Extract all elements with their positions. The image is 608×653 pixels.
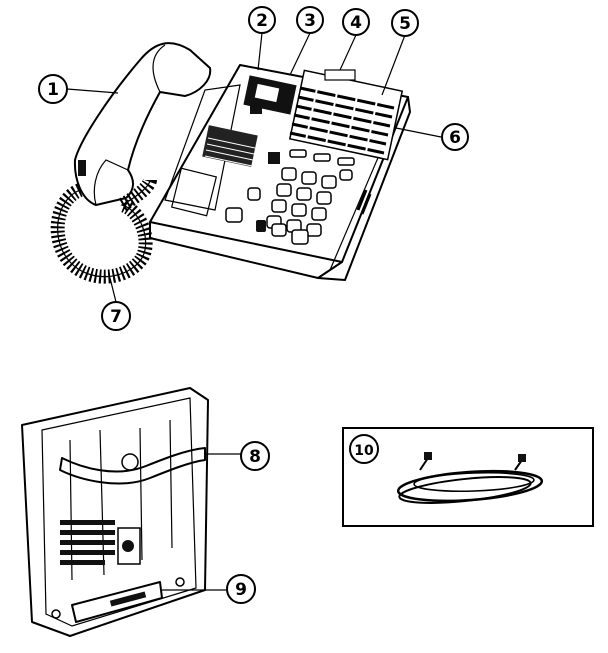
callout-8: 8	[240, 441, 270, 471]
rear-housing-outline	[21, 387, 209, 637]
dial-keypad	[247, 167, 353, 237]
side-jacks	[356, 189, 372, 215]
callout-1: 1	[38, 74, 68, 104]
line-cord	[396, 452, 544, 504]
rear-screw-hole	[121, 453, 139, 471]
memory-button-bank	[288, 69, 404, 161]
svg-text:4: 4	[350, 13, 362, 33]
callout-3: 3	[296, 6, 324, 34]
svg-text:8: 8	[249, 447, 261, 467]
handset-earpiece-edge	[152, 44, 166, 93]
svg-text:10: 10	[354, 443, 374, 459]
callout-2: 2	[248, 6, 276, 34]
svg-text:3: 3	[304, 11, 316, 31]
bottom-control-keys	[225, 207, 309, 245]
rear-housing-inner	[41, 397, 197, 627]
handset-mouthpiece-edge	[93, 159, 129, 206]
callout-10: 10	[349, 434, 379, 464]
callout-5: 5	[391, 9, 419, 37]
cord-plug-right	[518, 454, 526, 462]
svg-text:5: 5	[399, 14, 411, 34]
callout-7: 7	[101, 301, 131, 331]
cord-plug-left	[424, 452, 432, 460]
display-window	[243, 75, 297, 115]
svg-text:9: 9	[235, 580, 247, 600]
rear-cover-plate	[71, 581, 163, 623]
rear-label-block	[60, 520, 115, 565]
handset-cord-jack	[78, 160, 86, 176]
speaker-grille	[202, 125, 258, 167]
coiled-handset-cord	[50, 178, 157, 284]
wall-mount-rear-view	[21, 387, 209, 637]
line-cord-frame	[342, 427, 594, 527]
rear-ribs	[69, 419, 173, 581]
wall-bracket	[59, 447, 206, 485]
leader-lines	[66, 32, 442, 591]
callout-4: 4	[342, 8, 370, 36]
svg-text:7: 7	[110, 307, 122, 327]
svg-text:6: 6	[449, 128, 461, 148]
telephone-base	[149, 64, 411, 281]
callout-6: 6	[441, 123, 469, 151]
svg-text:2: 2	[256, 11, 268, 31]
function-keys	[268, 149, 355, 166]
cradle-pad	[170, 167, 218, 217]
callout-9: 9	[226, 574, 256, 604]
line-cord-box	[342, 427, 594, 527]
svg-text:1: 1	[47, 80, 59, 100]
cradle-recess	[164, 84, 241, 211]
